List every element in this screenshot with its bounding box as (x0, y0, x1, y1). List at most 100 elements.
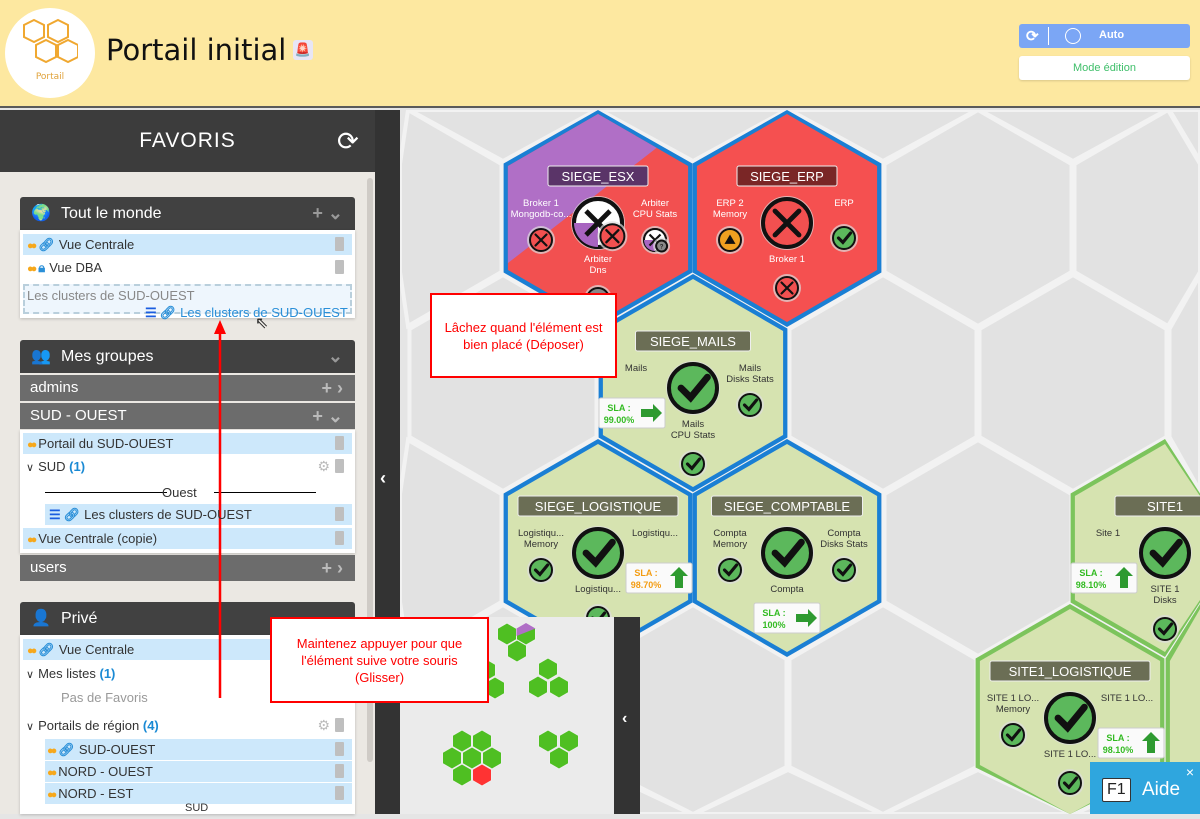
folder-item[interactable]: ∨Mes listes (1) (23, 663, 115, 684)
sla-prefix: SLA : (1106, 733, 1129, 743)
trash-icon[interactable] (335, 436, 344, 450)
empty-label: Pas de Favoris (61, 687, 148, 708)
service-label: CPU Stats (671, 430, 716, 441)
add-collapse-icons[interactable]: + ⌄ (312, 403, 343, 429)
sla-badge[interactable]: SLA :99.00% (599, 398, 665, 428)
minimap-hex[interactable] (473, 764, 492, 786)
bottom-status-icon[interactable] (682, 453, 704, 475)
collapse-icon[interactable]: ⌄ (328, 340, 343, 373)
trash-icon[interactable] (335, 260, 344, 274)
edit-mode-button[interactable]: Mode édition (1019, 56, 1190, 80)
service-label: Mails (682, 419, 704, 430)
portal-icon: ●● (27, 240, 34, 252)
trash-icon[interactable] (335, 237, 344, 251)
folder-item[interactable]: ∨Portails de région (4)⚙ (23, 715, 352, 736)
trash-icon[interactable] (335, 507, 344, 521)
left-status-icon[interactable] (719, 559, 741, 581)
left-status-icon[interactable] (1002, 724, 1024, 746)
sla-badge[interactable]: SLA :98.70% (626, 563, 692, 593)
service-label: SITE 1 LO... (987, 693, 1039, 704)
sla-badge[interactable]: SLA : 98.10% (1098, 728, 1164, 758)
tile-title: SITE1_LOGISTIQUE (1009, 664, 1132, 679)
portal-icon: ●● (27, 645, 34, 657)
group-sud-ouest[interactable]: SUD - OUEST + ⌄ (20, 403, 355, 429)
service-label: Broker 1 (523, 198, 559, 209)
service-label: CPU Stats (633, 209, 678, 220)
main-status-icon[interactable] (1141, 529, 1189, 577)
trash-icon[interactable] (335, 742, 344, 756)
service-label: SITE 1 (1150, 584, 1179, 595)
minimap-hex[interactable] (529, 676, 548, 698)
alarm-light-icon[interactable]: 🚨 (293, 40, 313, 60)
favorite-item[interactable]: ☰🔗︎Les clusters de SUD-OUEST (45, 504, 352, 525)
chevron-left-icon[interactable]: ‹ (380, 468, 386, 489)
main-status-icon[interactable] (763, 529, 811, 577)
minimap-hex[interactable] (550, 676, 569, 698)
favorite-item[interactable]: ●●NORD - EST (45, 783, 352, 804)
trash-icon[interactable] (335, 531, 344, 545)
portal-icon: ●● (27, 439, 34, 451)
sla-value: 98.10% (1076, 580, 1107, 590)
add-collapse-icons[interactable]: + ⌄ (312, 197, 343, 230)
favorite-item[interactable]: ●●Vue Centrale (copie) (23, 528, 352, 549)
sidebar-toggle-strip[interactable] (375, 110, 400, 814)
service-label: Memory (713, 539, 748, 550)
add-expand-icons[interactable]: + › (321, 375, 343, 401)
left-status-icon[interactable] (530, 559, 552, 581)
minimap-hex[interactable] (539, 658, 558, 680)
favorite-item[interactable]: ●●Portail du SUD-OUEST (23, 433, 352, 454)
locked-link-icon: 🔒︎ (38, 260, 45, 275)
group-users[interactable]: users+ › (20, 555, 355, 581)
panel-everyone-header[interactable]: 🌍 Tout le monde + ⌄ (20, 197, 355, 230)
tile-title: SIEGE_MAILS (650, 334, 736, 349)
close-icon[interactable]: × (1186, 764, 1194, 780)
minimap-hex[interactable] (539, 730, 558, 752)
gear-icon[interactable]: ⚙ (317, 456, 330, 477)
gear-icon[interactable]: ⚙ (317, 715, 330, 736)
bottom-status-icon[interactable] (1154, 618, 1176, 640)
favorite-item[interactable]: ●●🔗︎SUD-OUEST (45, 739, 352, 760)
main-status-icon[interactable] (1046, 694, 1094, 742)
service-label: Compta (770, 584, 804, 595)
right-status-icon[interactable] (739, 394, 761, 416)
refresh-favorites-icon[interactable]: ⟳ (337, 127, 359, 155)
minimap-hex[interactable] (550, 747, 569, 769)
right-status-icon[interactable] (833, 559, 855, 581)
trash-icon[interactable] (335, 786, 344, 800)
drop-tooltip: Lâchez quand l'élément est bien placé (D… (430, 293, 617, 378)
add-expand-icons[interactable]: + › (321, 555, 343, 581)
portal-icon: ●● (47, 745, 54, 757)
folder-label: Mes listes (38, 666, 96, 681)
folder-item[interactable]: ∨SUD (1)⚙ (23, 456, 352, 477)
group-admins[interactable]: admins+ › (20, 375, 355, 401)
bottom-status-icon[interactable] (1059, 772, 1081, 794)
panel-groups-header[interactable]: 👥 Mes groupes ⌄ (20, 340, 355, 373)
trash-icon[interactable] (335, 718, 344, 732)
portal-logo[interactable]: Portail (5, 8, 95, 98)
trash-icon[interactable] (335, 459, 344, 473)
right-status-icon[interactable] (833, 227, 855, 249)
service-label: SITE 1 LO... (1101, 693, 1153, 704)
chevron-left-icon[interactable]: ‹ (622, 710, 627, 728)
favorite-item[interactable]: ●●NORD - OUEST (45, 761, 352, 782)
help-button[interactable]: F1 Aide × (1090, 762, 1200, 814)
chevron-down-icon: ∨ (26, 669, 34, 681)
minimap-hex[interactable] (508, 640, 527, 662)
favorite-item[interactable]: ●●🔗︎Vue Centrale (23, 234, 352, 255)
favorite-item[interactable]: ●●🔒︎Vue DBA (23, 257, 352, 278)
group-label: SUD - OUEST (30, 407, 127, 424)
item-label: Les clusters de SUD-OUEST (84, 507, 252, 522)
auto-refresh-button[interactable]: ⟳ Auto (1019, 24, 1190, 48)
sla-badge[interactable]: SLA :98.10% (1071, 563, 1137, 593)
item-label: NORD - EST (58, 786, 133, 801)
drag-tooltip: Maintenez appuyer pour que l'élément sui… (270, 617, 489, 703)
minimap-hex[interactable] (453, 764, 472, 786)
item-label: Vue Centrale (copie) (38, 531, 157, 546)
trash-icon[interactable] (335, 764, 344, 778)
sla-value: 98.10% (1103, 745, 1134, 755)
main-status-icon[interactable] (669, 364, 717, 412)
sla-badge[interactable]: SLA :100% (754, 603, 820, 633)
dragged-item[interactable]: ☰🔗︎Les clusters de SUD-OUEST (145, 302, 348, 323)
timer-icon (1065, 28, 1081, 44)
main-status-icon[interactable] (574, 529, 622, 577)
